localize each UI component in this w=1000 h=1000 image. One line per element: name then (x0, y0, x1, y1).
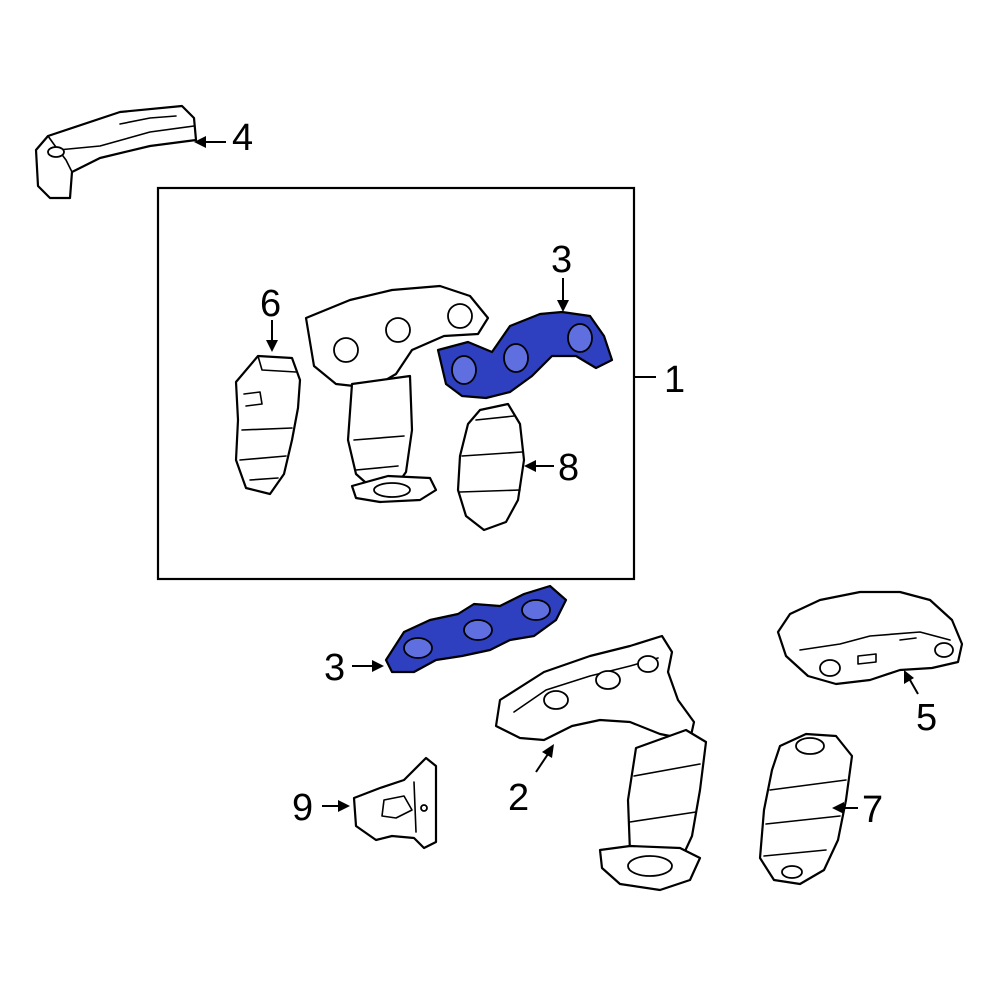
callout-3-bottom: 3 (324, 647, 384, 689)
catalytic-converter-7[interactable] (758, 732, 854, 886)
callout-9: 9 (292, 787, 350, 829)
svg-text:8: 8 (558, 447, 579, 489)
callout-1: 1 (634, 359, 685, 401)
exhaust-manifold-upper[interactable] (304, 284, 490, 504)
svg-text:5: 5 (916, 697, 937, 739)
catalytic-converter-6[interactable] (234, 354, 302, 496)
callout-4: 4 (194, 117, 253, 159)
callout-8: 8 (524, 447, 579, 489)
svg-text:9: 9 (292, 787, 313, 829)
svg-text:6: 6 (260, 283, 281, 325)
svg-text:1: 1 (664, 359, 685, 401)
assembly-box (156, 186, 636, 581)
callout-2: 2 (508, 744, 554, 819)
callout-3-top: 3 (551, 239, 572, 312)
svg-text:7: 7 (862, 789, 883, 831)
callout-6: 6 (260, 283, 281, 352)
manifold-gasket-upper[interactable] (436, 310, 614, 400)
heat-shield-lower[interactable] (776, 590, 964, 686)
catalytic-converter-8[interactable] (456, 402, 526, 532)
heat-shield-upper[interactable] (34, 104, 198, 200)
callout-7: 7 (832, 789, 883, 831)
exhaust-manifold-lower[interactable] (494, 634, 708, 892)
svg-text:3: 3 (324, 647, 345, 689)
manifold-gasket-lower[interactable] (384, 584, 568, 674)
svg-text:2: 2 (508, 777, 529, 819)
bracket-9[interactable] (352, 756, 438, 850)
svg-text:4: 4 (232, 117, 253, 159)
svg-text:3: 3 (551, 239, 572, 281)
callout-5: 5 (904, 670, 937, 739)
